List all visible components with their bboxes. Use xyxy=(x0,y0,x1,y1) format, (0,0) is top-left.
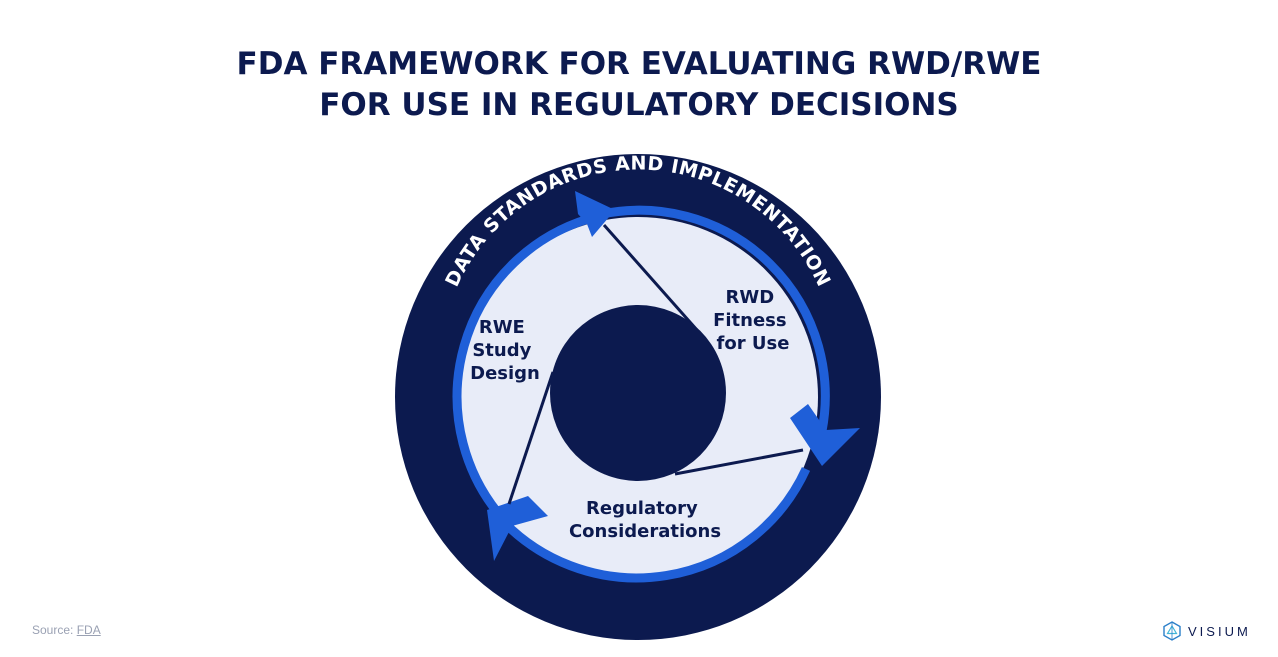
segment-rwe-line-1: RWE xyxy=(479,317,525,338)
brand-name: VISIUM xyxy=(1188,623,1251,639)
center-hub xyxy=(550,305,726,481)
segment-rwe-study: RWE Study Design xyxy=(470,317,540,384)
segment-rwd-fitness: RWD Fitness for Use xyxy=(713,287,793,354)
segment-reg-line-2: Considerations xyxy=(569,521,721,542)
visium-logo-icon xyxy=(1163,621,1181,641)
title-line-1: FDA FRAMEWORK FOR EVALUATING RWD/RWE xyxy=(236,46,1042,82)
source-note: Source: FDA xyxy=(32,623,101,637)
arrowhead-bottom-left xyxy=(487,496,548,561)
brand-logo: VISIUM xyxy=(1162,620,1251,642)
segment-regulatory: Regulatory Considerations xyxy=(569,498,721,542)
arc-top-right xyxy=(601,205,830,432)
title-line-2: FOR USE IN REGULATORY DECISIONS xyxy=(319,87,959,123)
segment-rwe-line-3: Design xyxy=(470,363,540,384)
segment-dividers xyxy=(507,224,804,505)
segment-rwd-line-1: RWD xyxy=(726,287,775,308)
source-prefix: Source: xyxy=(32,623,77,637)
arc-left xyxy=(452,214,590,522)
divider-right xyxy=(674,448,804,476)
page-title: FDA FRAMEWORK FOR EVALUATING RWD/RWE FOR… xyxy=(0,44,1278,126)
segment-reg-line-1: Regulatory xyxy=(586,498,698,519)
divider-left xyxy=(507,371,555,505)
segment-rwd-line-3: for Use xyxy=(717,333,790,354)
arc-bottom xyxy=(496,467,811,583)
arrowheads xyxy=(487,191,860,561)
segment-rwe-line-2: Study xyxy=(472,340,531,361)
segment-rwd-line-2: Fitness xyxy=(713,310,787,331)
divider-top xyxy=(602,224,699,331)
arrowhead-right xyxy=(790,404,860,466)
cycle-arrows xyxy=(452,205,830,583)
arrowhead-top xyxy=(575,191,615,237)
source-link[interactable]: FDA xyxy=(76,623,101,637)
